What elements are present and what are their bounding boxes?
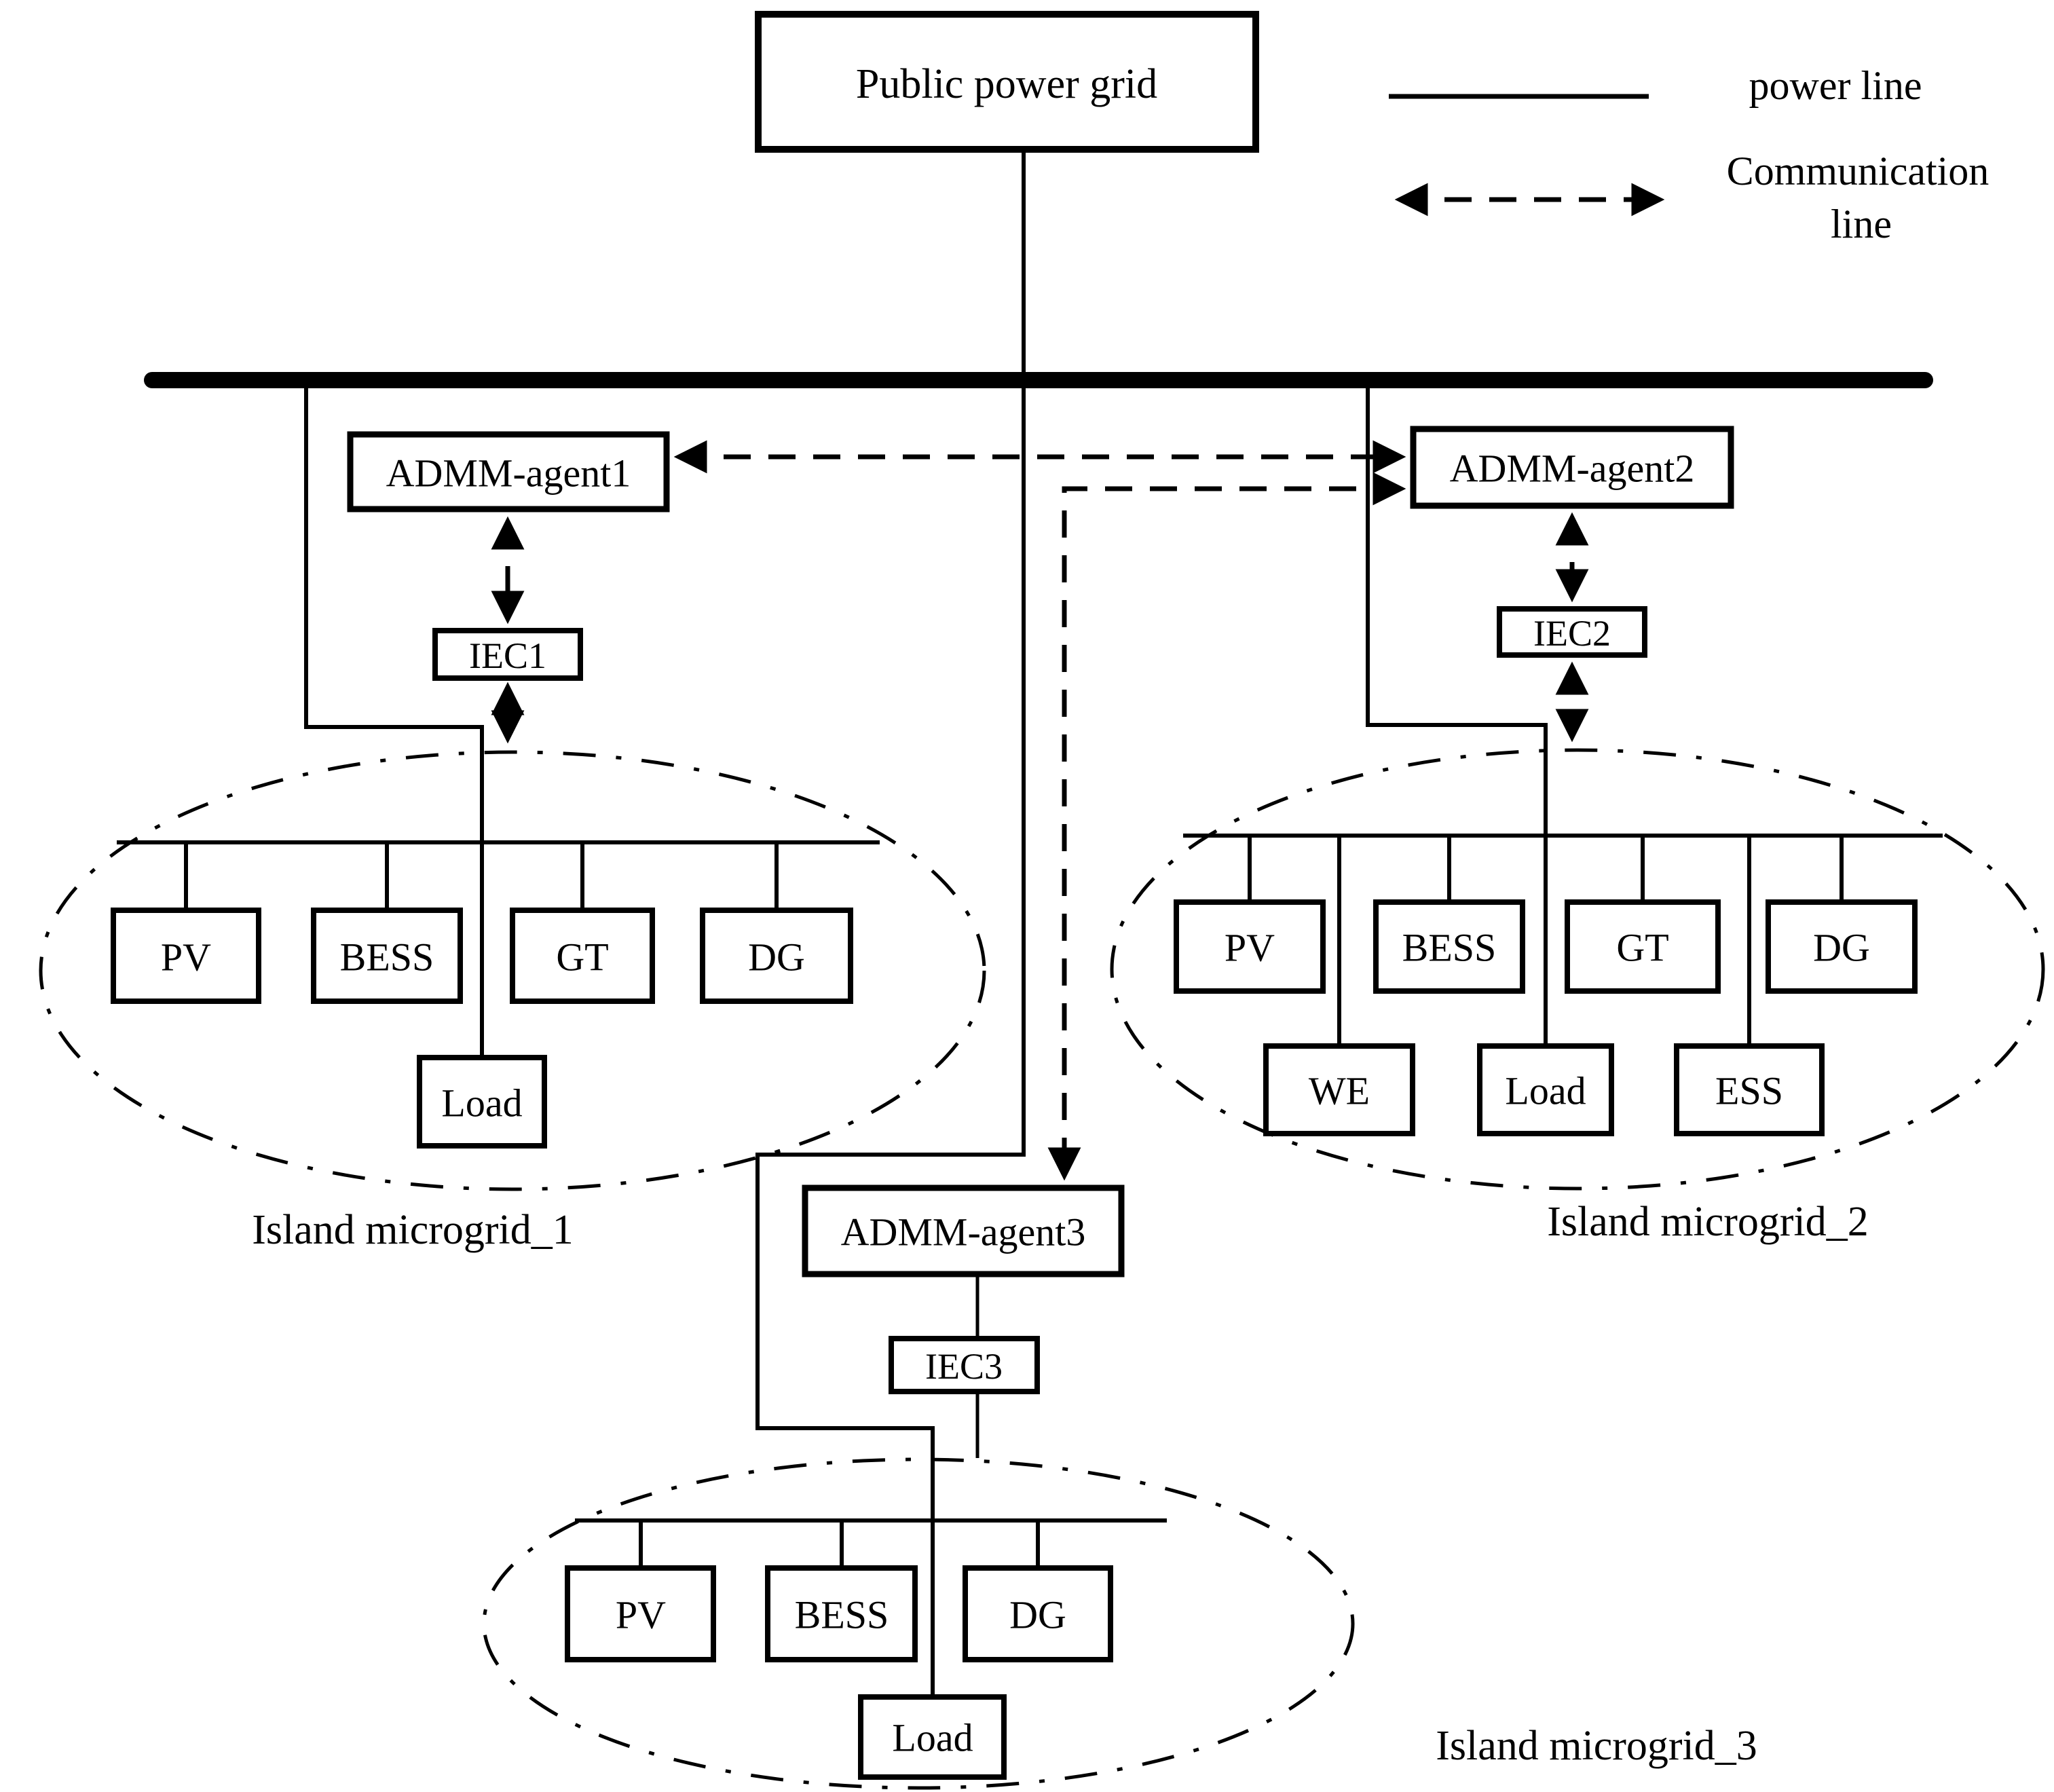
microgrid-1-pv-box (111, 908, 261, 1004)
microgrid-2-gt-box (1565, 899, 1721, 994)
microgrid-2-load-label: Load (1505, 1069, 1586, 1113)
microgrid-2-we-label: WE (1309, 1069, 1370, 1113)
legend-power-line-label: power line (1749, 63, 1922, 108)
microgrid-1-pv-label: PV (161, 935, 211, 979)
microgrid-3-caption: Island microgrid_3 (1436, 1723, 1757, 1769)
communication-line-agent2-agent3 (1047, 472, 1406, 1181)
iec2-label: IEC2 (1533, 613, 1611, 654)
admm-agent3-label: ADMM-agent3 (841, 1210, 1086, 1254)
public-power-grid-label: Public power grid (856, 61, 1157, 107)
microgrid-2-boundary (1110, 748, 2045, 1191)
microgrid-3-load-box (858, 1694, 1007, 1780)
microgrid-1-bess-label: BESS (340, 935, 434, 979)
admm-agent1-box (347, 431, 670, 512)
microgrid-1-bess-box (311, 908, 463, 1004)
microgrid-3-dg-box (963, 1565, 1113, 1662)
iec3-box (889, 1336, 1040, 1394)
iec2-box (1497, 606, 1647, 658)
admm-agent1-label: ADMM-agent1 (386, 451, 631, 496)
microgrid-1-load-box (417, 1055, 547, 1149)
admm-agent2-label: ADMM-agent2 (1450, 447, 1695, 491)
microgrid-3-boundary (482, 1457, 1355, 1790)
legend-communication-label-line2: line (1831, 202, 1892, 246)
microgrid-2-bess-box (1373, 899, 1525, 994)
microgrid-2-ess-label: ESS (1715, 1069, 1783, 1113)
microgrid-1-gt-label: GT (556, 935, 608, 979)
admm-agent3-box (802, 1184, 1125, 1277)
microgrid-3-load-label: Load (892, 1716, 973, 1760)
microgrid-2-bess-label: BESS (1402, 926, 1497, 970)
microgrid-2-caption: Island microgrid_2 (1547, 1199, 1869, 1245)
microgrid-3-pv-box (565, 1565, 716, 1662)
microgrid-2-pv-label: PV (1225, 926, 1275, 970)
microgrid-3-bess-box (765, 1565, 918, 1662)
microgrid-3-pv-label: PV (616, 1593, 666, 1637)
admm-agent2-box (1410, 426, 1734, 509)
microgrid-3-bess-label: BESS (795, 1593, 889, 1637)
microgrid-2-dg-label: DG (1813, 926, 1870, 970)
microgrid-2-we-box (1263, 1043, 1415, 1136)
microgrid-1-dg-box (700, 908, 853, 1004)
microgrid-2-pv-box (1174, 899, 1326, 994)
microgrid-2-ess-box (1674, 1043, 1825, 1136)
microgrid-3-dg-label: DG (1009, 1593, 1066, 1637)
legend-communication-label-line1: Communication (1727, 149, 1990, 193)
iec1-label: IEC1 (469, 635, 546, 676)
microgrid-2-gt-label: GT (1616, 926, 1668, 970)
grid-feeder-line (755, 149, 1026, 1697)
microgrid-1-boundary (39, 750, 986, 1191)
microgrid-1-load-label: Load (441, 1081, 522, 1125)
microgrid-1-dg-label: DG (748, 935, 805, 979)
iec3-label: IEC3 (925, 1346, 1003, 1387)
microgrid-1-gt-box (510, 908, 655, 1004)
public-power-grid-box (755, 11, 1259, 153)
microgrid-2-load-box (1477, 1043, 1614, 1136)
iec1-box (432, 628, 583, 681)
microgrid-1-feeder-line (304, 380, 484, 1058)
microgrid-1-caption: Island microgrid_1 (252, 1207, 574, 1253)
microgrid-2-dg-box (1766, 899, 1918, 994)
